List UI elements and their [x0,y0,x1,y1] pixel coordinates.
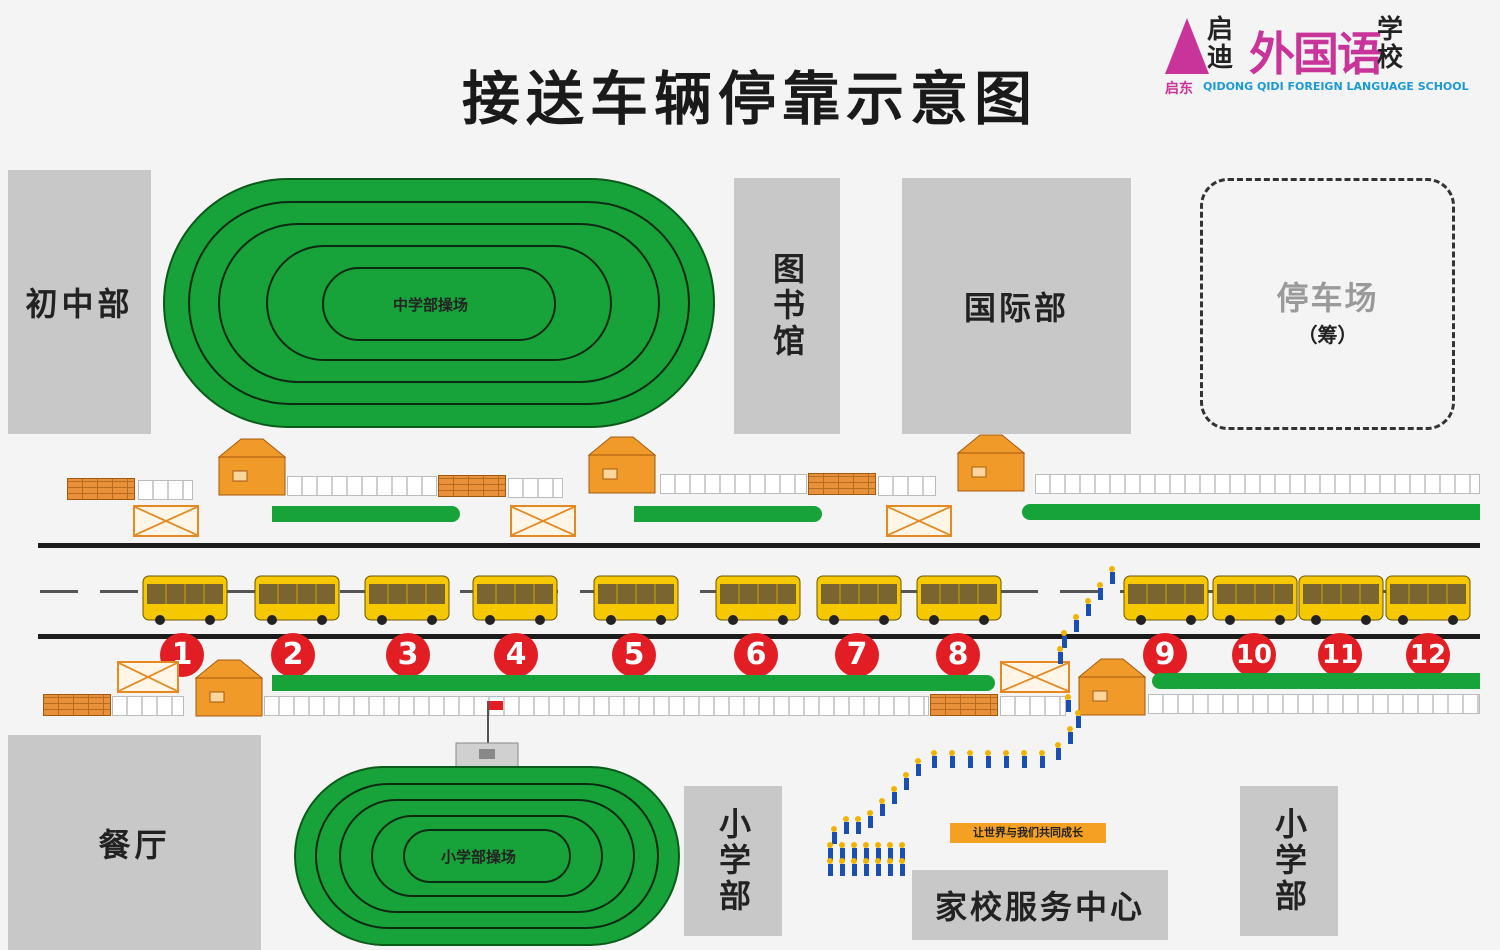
primary-right-label: 小学部 [1270,807,1308,915]
fence [508,478,563,498]
parking-note: （筹） [1297,323,1358,347]
bus-stop-marker-5[interactable]: 5 [612,633,656,677]
primary-school-track-label: 小学部操场 [441,848,517,866]
entrance-crossing [886,505,952,537]
bus-stop-marker-12[interactable]: 12 [1406,633,1450,677]
bus-stop-marker-7[interactable]: 7 [835,633,879,677]
entrance-crossing [510,505,576,537]
building-library[interactable]: 图书馆 [734,178,840,434]
student-queue [827,566,1115,876]
brick-wall [43,694,111,716]
building-junior-high[interactable]: 初中部 [8,170,151,434]
logo-english: QIDONG QIDI FOREIGN LANGUAGE SCHOOL [1203,80,1469,93]
gatehouse [587,436,657,494]
logo-name: 外国语 [1249,27,1383,81]
bus-stop-marker-8[interactable]: 8 [936,633,980,677]
building-primary-left[interactable]: 小学部 [684,786,782,936]
school-bus[interactable] [1212,573,1298,625]
primary-school-track[interactable] [294,766,680,946]
middle-school-track-label: 中学部操场 [393,296,469,314]
brick-wall [67,478,135,500]
bus-stop-marker-2[interactable]: 2 [271,633,315,677]
bus-stop-marker-9[interactable]: 9 [1143,633,1187,677]
map-title: 接送车辆停靠示意图 [461,65,1038,133]
entrance-crossing [117,661,179,693]
fence [264,696,929,716]
entrance-crossing [1000,661,1070,693]
school-bus[interactable] [472,573,558,625]
school-bus[interactable] [916,573,1002,625]
entrance-crossing [133,505,199,537]
green-belt [272,675,995,691]
fence [660,474,807,494]
school-bus[interactable] [816,573,902,625]
flagpole-stage [455,701,519,768]
logo-prefix: 启迪 [1207,15,1234,73]
road-edge-top [38,543,1480,548]
school-logo: 启迪 外国语 学校 启东 QIDONG QIDI FOREIGN LANGUAG… [1165,14,1469,104]
logo-city: 启东 [1165,81,1193,97]
building-service-center[interactable]: 家校服务中心 [912,870,1168,940]
bus-stop-marker-3[interactable]: 3 [386,633,430,677]
slogan-sign: 让世界与我们共同成长 [950,823,1106,843]
brick-wall [808,473,876,495]
bus-stop-marker-4[interactable]: 4 [494,633,538,677]
fence [112,696,184,716]
brick-wall [438,475,506,497]
bus-stop-marker-6[interactable]: 6 [734,633,778,677]
school-bus[interactable] [593,573,679,625]
fence [1148,694,1480,714]
library-label: 图书馆 [768,252,806,360]
school-bus[interactable] [142,573,228,625]
primary-left-label: 小学部 [714,807,752,915]
parking-area-planned[interactable]: 停车场 （筹） [1200,178,1455,430]
bus-stop-marker-10[interactable]: 10 [1232,633,1276,677]
gatehouse [1077,658,1147,716]
parking-label: 停车场 [1276,279,1379,317]
green-belt [1152,673,1480,689]
fence [138,480,193,500]
school-bus[interactable] [1123,573,1209,625]
gatehouse [194,659,264,717]
fence [287,476,437,496]
building-primary-right[interactable]: 小学部 [1240,786,1338,936]
fence [1035,474,1480,494]
gatehouse [217,438,287,496]
brick-wall [930,694,998,716]
logo-suffix: 学校 [1377,15,1404,73]
bus-stop-marker-11[interactable]: 11 [1318,633,1362,677]
fence [1000,696,1066,716]
green-belt [1022,504,1480,520]
school-bus[interactable] [715,573,801,625]
school-bus[interactable] [364,573,450,625]
building-canteen[interactable]: 餐厅 [8,735,261,950]
gatehouse [956,434,1026,492]
middle-school-track[interactable] [163,178,715,428]
school-bus[interactable] [1298,573,1384,625]
fence [878,476,936,496]
school-bus[interactable] [1385,573,1471,625]
school-bus[interactable] [254,573,340,625]
green-belt [634,506,822,522]
green-belt [272,506,460,522]
building-international[interactable]: 国际部 [902,178,1131,434]
logo-triangle-icon [1165,18,1209,74]
